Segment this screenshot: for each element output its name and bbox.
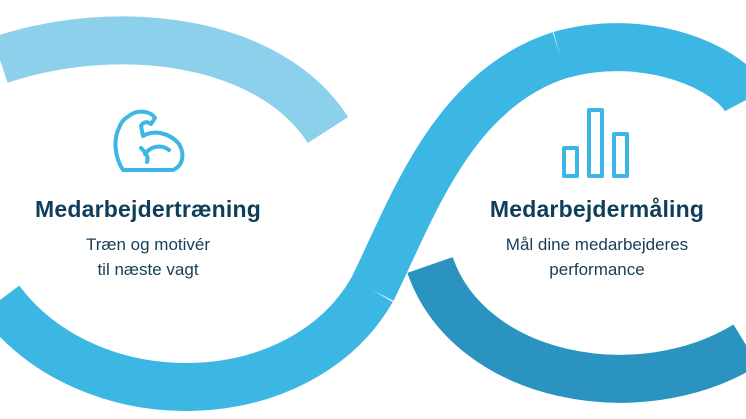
right-loop-lower-arc [407, 256, 746, 403]
flexed-bicep-icon [107, 106, 187, 181]
crossing-band [350, 32, 569, 301]
right-description: Mål dine medarbejderes performance [452, 232, 742, 282]
left-desc-line2: til næste vagt [97, 260, 199, 279]
right-panel: Medarbejdermåling Mål dine medarbejderes… [452, 196, 742, 282]
right-desc-line2: performance [549, 260, 645, 279]
left-description: Træn og motivér til næste vagt [0, 232, 296, 282]
left-loop-lower-arc [0, 277, 393, 411]
right-title: Medarbejdermåling [489, 196, 705, 222]
bar-chart-icon [560, 106, 632, 185]
right-loop-upper-arc [553, 23, 746, 114]
left-panel: Medarbejdertræning Træn og motivér til n… [0, 196, 296, 282]
left-desc-line1: Træn og motivér [85, 235, 211, 254]
left-title: Medarbejdertræning [35, 196, 261, 222]
right-desc-line1: Mål dine medarbejderes [505, 235, 689, 254]
left-loop-upper-arc [0, 16, 349, 144]
